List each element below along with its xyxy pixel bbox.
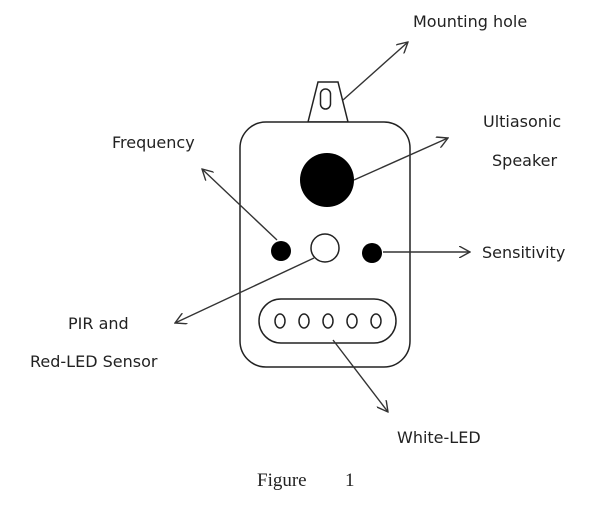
pir-sensor [310,233,340,263]
white-led-label: White-LED [397,428,481,447]
frequency-knob [271,241,291,261]
white-led [322,313,334,329]
frequency-label: Frequency [112,133,195,152]
white-led [370,313,382,329]
white-led [298,313,310,329]
pir-arrow [175,257,315,323]
white-led [274,313,286,329]
pir-label-line2: Red-LED Sensor [30,352,158,371]
pir-label-line1: PIR and [68,314,129,333]
frequency-arrow [202,169,278,241]
mounting-hole-label: Mounting hole [413,12,527,31]
ultrasonic-speaker [300,153,354,207]
sensitivity-knob [362,243,382,263]
mounting-hole-arrow [342,42,408,101]
ultrasonic-label-line1: Ultiasonic [483,112,561,131]
white-led [346,313,358,329]
ultrasonic-arrow [353,138,448,181]
white-led-group [274,313,382,329]
figure-caption-number: 1 [345,470,355,491]
white-led-arrow [332,339,388,412]
mounting-hole [319,88,332,110]
ultrasonic-label-line2: Speaker [492,151,558,170]
figure-caption-word: Figure [257,470,307,491]
sensitivity-label: Sensitivity [482,243,565,262]
